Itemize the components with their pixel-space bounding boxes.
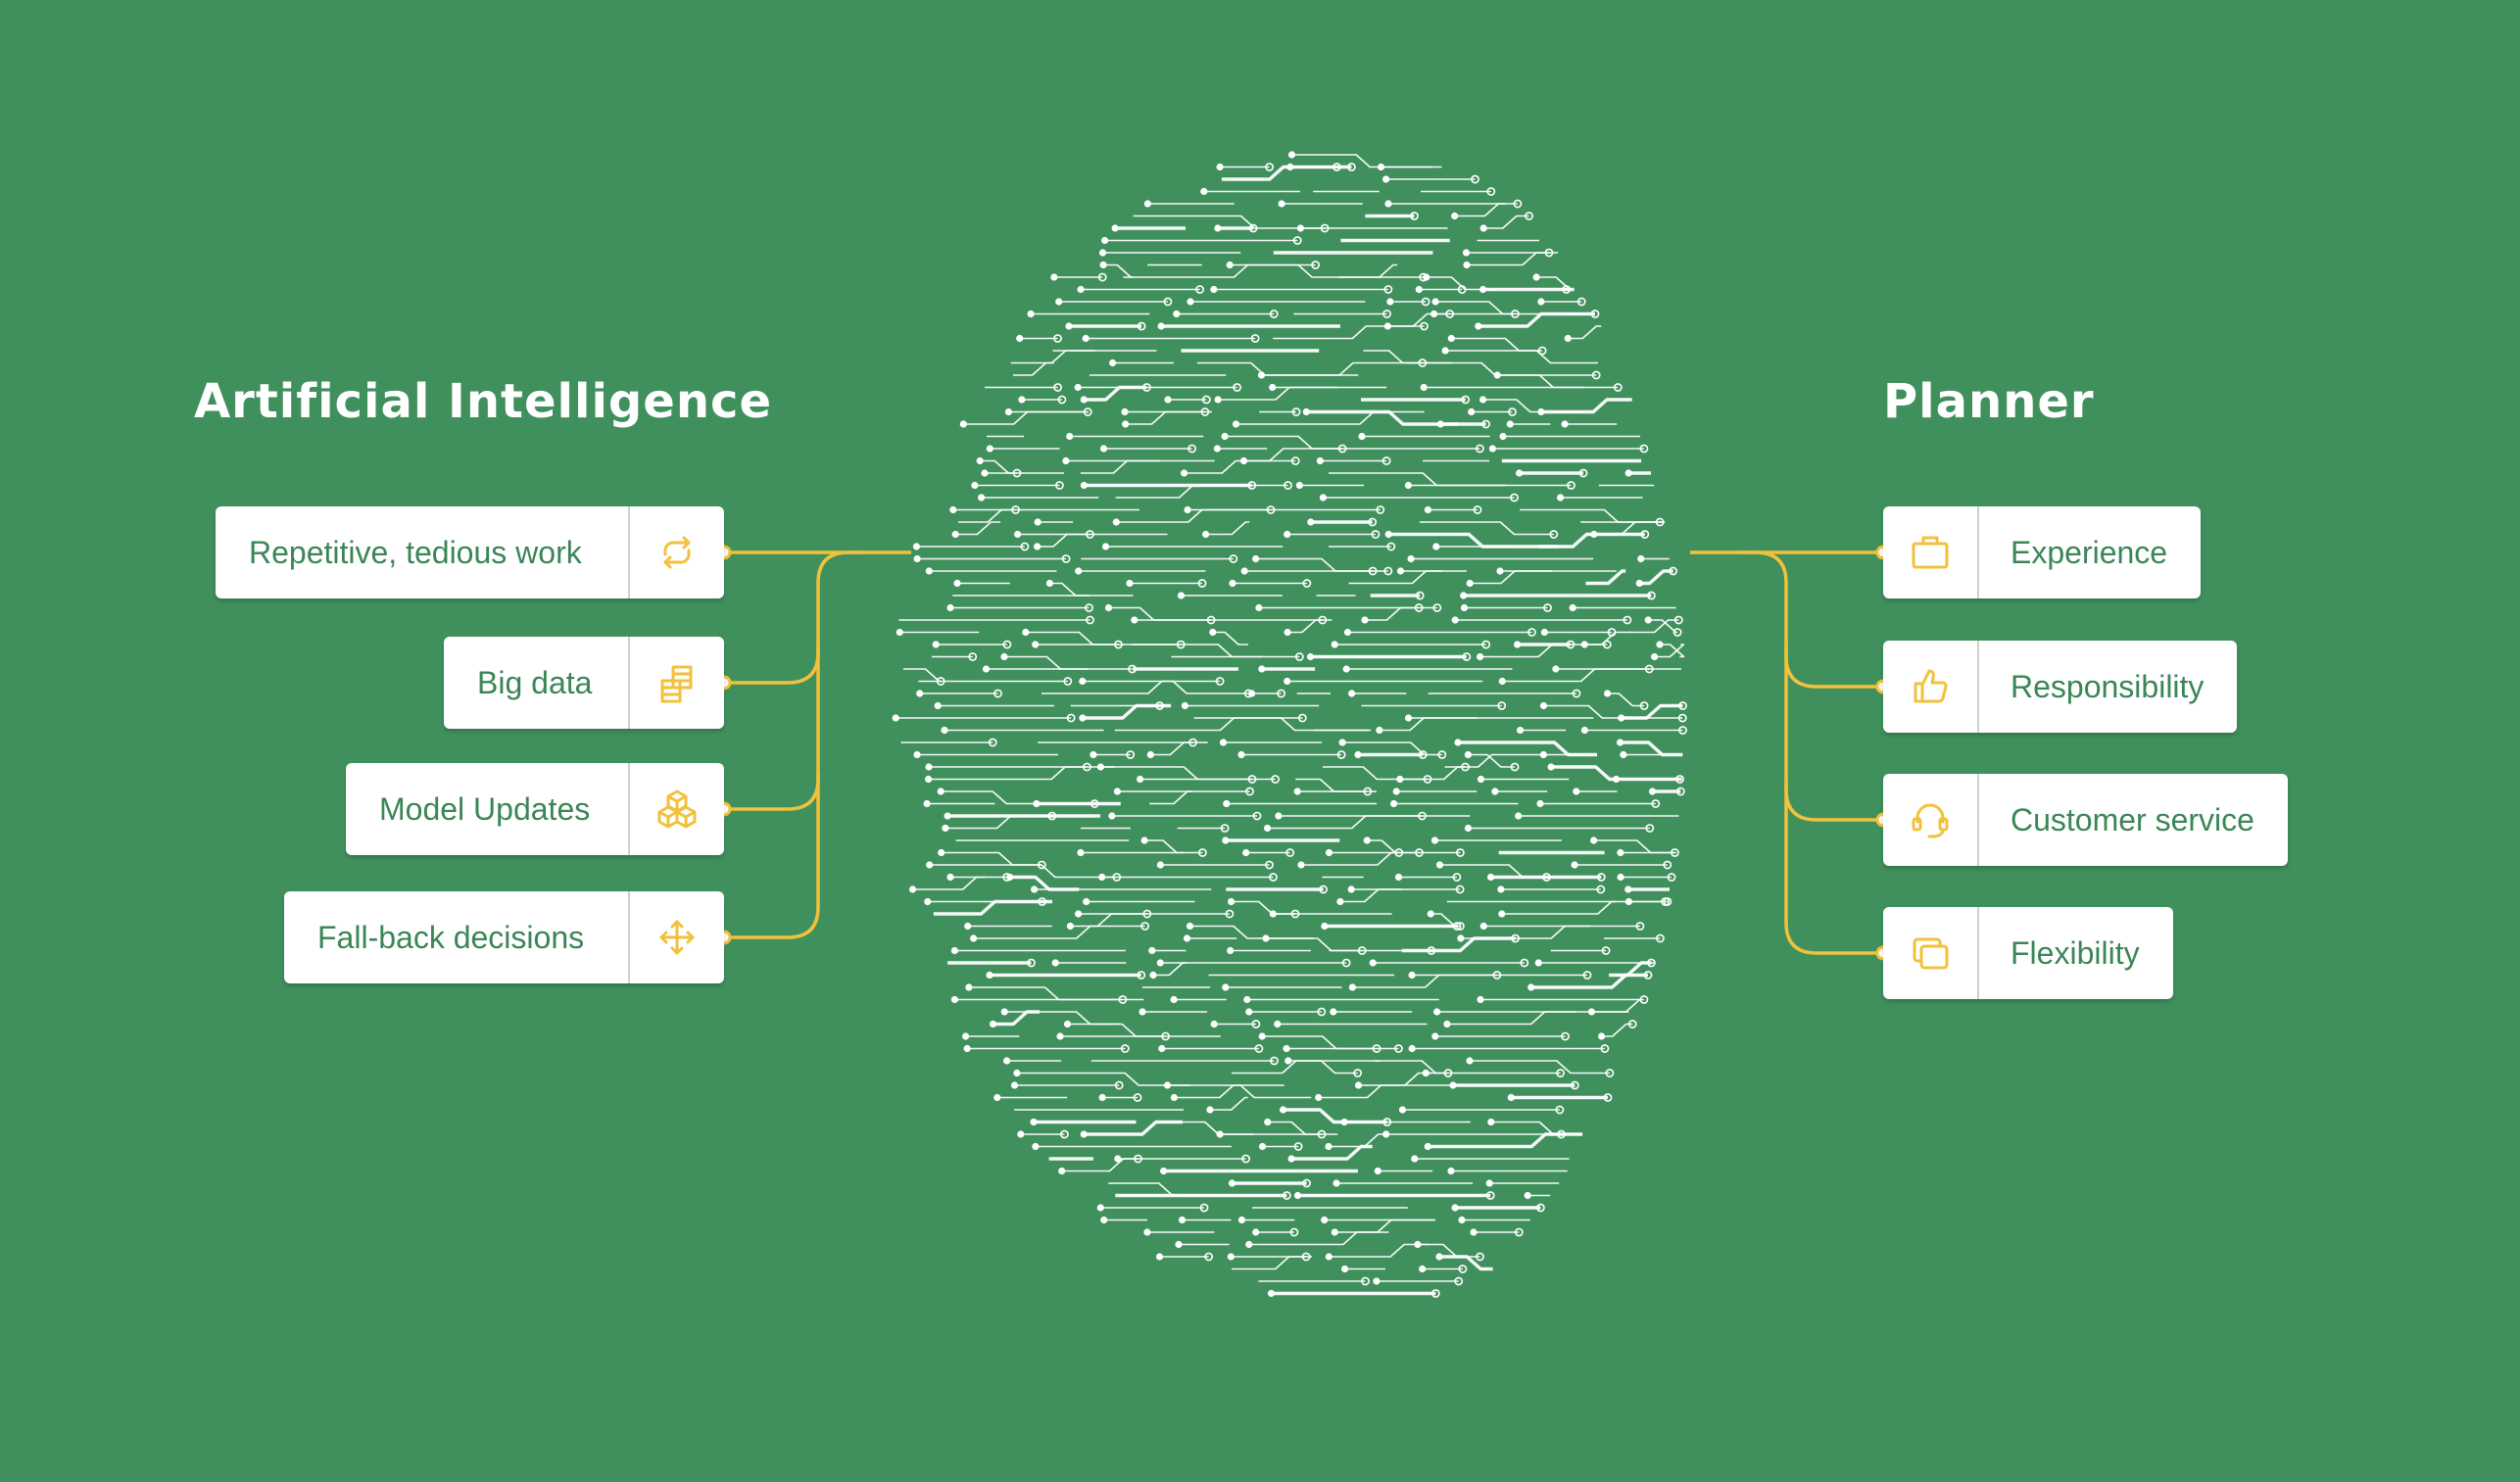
right-connector xyxy=(1784,646,1883,822)
planner-item-label: Experience xyxy=(2011,534,2168,570)
planner-item-customer-service: Customer service xyxy=(1883,774,2288,866)
move-arrows-icon xyxy=(628,891,724,983)
right-connector xyxy=(1739,550,1883,689)
planner-item-label: Flexibility xyxy=(2011,934,2140,971)
ai-item-model-updates: Model Updates xyxy=(346,763,724,855)
ai-item-big-data: Big data xyxy=(444,637,724,729)
refresh-icon xyxy=(628,506,724,598)
ai-item-label: Model Updates xyxy=(379,790,591,827)
ai-item-repetitive-work: Repetitive, tedious work xyxy=(216,506,724,598)
left-connector xyxy=(724,774,820,939)
planner-item-flexibility: Flexibility xyxy=(1883,907,2173,999)
left-connector xyxy=(724,550,862,685)
planner-item-label: Responsibility xyxy=(2011,668,2205,704)
headset-icon xyxy=(1883,774,1979,866)
thumbs-up-icon xyxy=(1883,641,1979,733)
ai-item-label: Repetitive, tedious work xyxy=(249,534,582,570)
planner-item-experience: Experience xyxy=(1883,506,2202,598)
ai-item-label: Fall-back decisions xyxy=(317,919,585,955)
right-connector xyxy=(1784,784,1883,955)
briefcase-icon xyxy=(1883,506,1979,598)
ai-item-label: Big data xyxy=(477,664,593,700)
left-connector xyxy=(724,646,820,811)
ai-item-fallback-decisions: Fall-back decisions xyxy=(284,891,724,983)
planner-heading: Planner xyxy=(1883,374,2095,429)
data-stack-icon xyxy=(628,637,724,729)
windows-icon xyxy=(1883,907,1979,999)
ai-heading: Artificial Intelligence xyxy=(194,374,772,429)
cubes-icon xyxy=(628,763,724,855)
planner-item-responsibility: Responsibility xyxy=(1883,641,2238,733)
planner-item-label: Customer service xyxy=(2011,801,2254,837)
